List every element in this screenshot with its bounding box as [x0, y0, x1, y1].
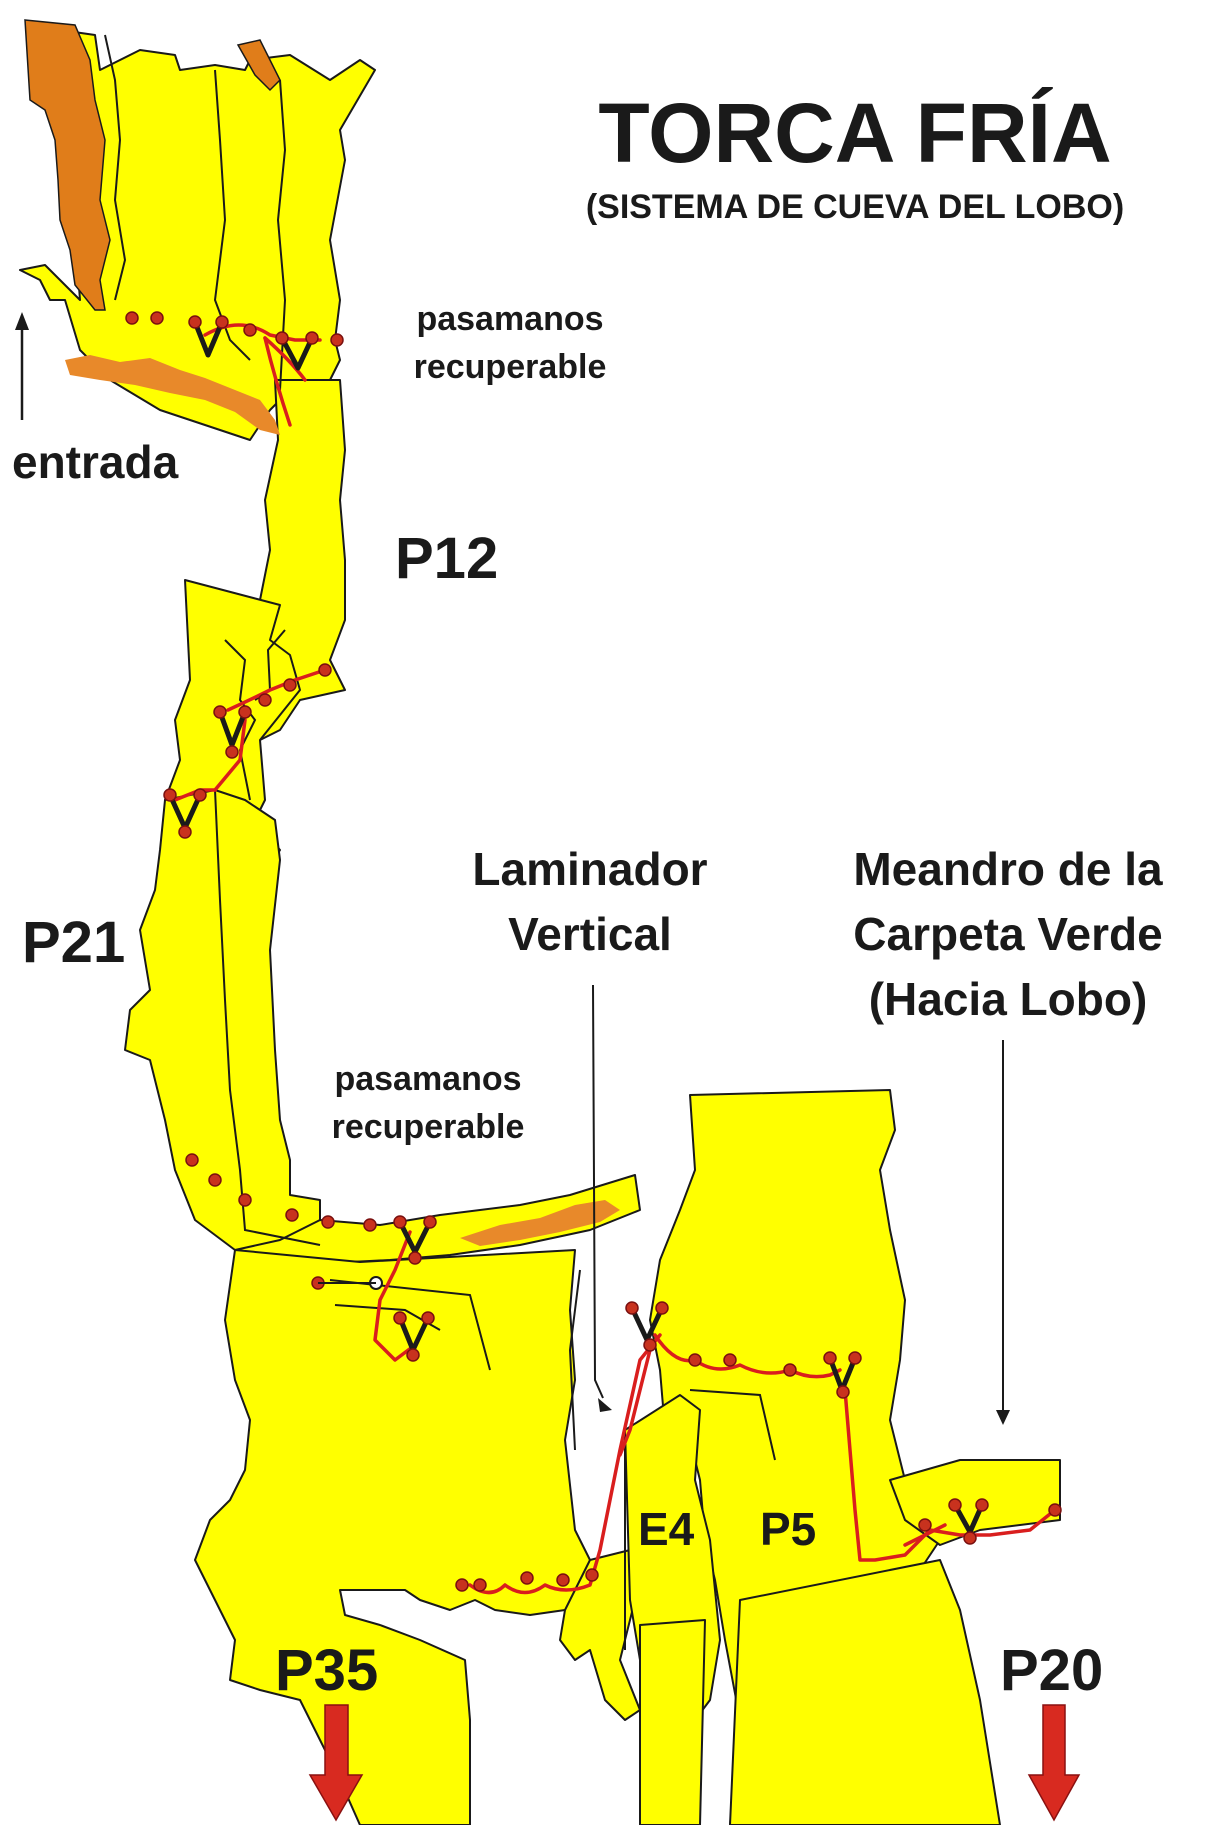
label-meandro-2: Carpeta Verde: [853, 908, 1162, 960]
label-pasamanos-mid-2: recuperable: [332, 1108, 525, 1146]
anchor-bolt-icon: [330, 333, 344, 347]
anchor-bolt-icons: [125, 311, 1062, 1592]
anchor-bolt-icon: [1048, 1503, 1062, 1517]
pointer-arrowhead-icon: [598, 1398, 612, 1412]
anchor-bolt-icon: [178, 825, 192, 839]
down-arrow-icon: [1027, 1704, 1081, 1822]
anchor-bolt-icon: [688, 1353, 702, 1367]
y-hang-icon: [217, 709, 248, 748]
anchor-bolt-icon: [520, 1571, 534, 1585]
label-pasamanos-top-1: pasamanos: [416, 300, 603, 338]
pointer-lines: [592, 984, 1010, 1425]
anchor-bolt-icon: [305, 331, 319, 345]
anchor-bolt-icon: [283, 678, 297, 692]
label-meandro-3: (Hacia Lobo): [869, 973, 1148, 1025]
text-labels: TORCA FRÍA (SISTEMA DE CUEVA DEL LOBO) p…: [12, 86, 1163, 1703]
e4-right-block: [639, 1619, 706, 1825]
anchor-bolt-icon: [363, 1218, 377, 1232]
anchor-bolt-icon: [193, 788, 207, 802]
anchor-bolt-icon: [238, 705, 252, 719]
anchor-bolt-icon: [150, 311, 164, 325]
rock-ledge-entrance: [65, 355, 280, 435]
anchor-bolt-icon: [655, 1301, 669, 1315]
p35-chamber: [194, 1249, 621, 1825]
anchor-bolt-icon: [213, 705, 227, 719]
anchor-bolt-icon: [285, 1208, 299, 1222]
anchor-bolt-icon: [723, 1353, 737, 1367]
anchor-bolt-icon: [238, 1193, 252, 1207]
anchor-bolt-icon: [783, 1363, 797, 1377]
label-laminador-1: Laminador: [472, 843, 707, 895]
anchor-bolt-icon: [275, 331, 289, 345]
anchor-bolt-icon: [625, 1301, 639, 1315]
anchor-bolt-icon: [406, 1348, 420, 1362]
anchor-bolt-icon: [975, 1498, 989, 1512]
cave-passages: [19, 29, 1061, 1825]
meandro-passage: [889, 1459, 1061, 1546]
rock-block-top: [236, 39, 281, 92]
label-e4: E4: [638, 1503, 695, 1555]
anchor-bolt-icon: [225, 745, 239, 759]
anchor-bolt-icon: [848, 1351, 862, 1365]
label-entrada: entrada: [12, 436, 179, 488]
anchor-bolt-icon: [163, 788, 177, 802]
anchor-bolt-icon: [321, 1215, 335, 1229]
y-hang-icon: [192, 319, 225, 358]
anchor-bolt-icon: [643, 1338, 657, 1352]
page-subtitle: (SISTEMA DE CUEVA DEL LOBO): [586, 188, 1124, 226]
anchor-bolt-icon: [243, 323, 257, 337]
rock-ledge-traverse: [460, 1200, 620, 1246]
anchor-bolt-icon: [393, 1215, 407, 1229]
anchor-bolt-icon: [215, 315, 229, 329]
y-hang-icon: [279, 335, 315, 371]
anchor-bolt-icon: [963, 1531, 977, 1545]
label-meandro-1: Meandro de la: [853, 843, 1163, 895]
anchor-bolt-icon: [918, 1518, 932, 1532]
anchor-bolt-icon: [421, 1311, 435, 1325]
label-p21: P21: [22, 910, 125, 975]
label-p5: P5: [760, 1503, 816, 1555]
anchor-bolt-icon: [318, 663, 332, 677]
label-pasamanos-top-2: recuperable: [414, 348, 607, 386]
anchor-bolt-icon: [185, 1153, 199, 1167]
anchor-bolt-icon: [823, 1351, 837, 1365]
p20-shaft: [729, 1559, 1001, 1825]
label-p20: P20: [1000, 1638, 1103, 1703]
anchor-bolt-icon: [208, 1173, 222, 1187]
anchor-bolt-icon: [423, 1215, 437, 1229]
label-laminador-2: Vertical: [508, 908, 672, 960]
anchor-bolt-icon: [556, 1573, 570, 1587]
up-arrow-icon: [15, 312, 29, 420]
anchor-bolt-icon: [393, 1311, 407, 1325]
anchor-bolt-icon: [258, 693, 272, 707]
pointer-arrowhead-icon: [996, 1410, 1010, 1425]
anchor-bolt-icon: [836, 1385, 850, 1399]
anchor-bolt-icon: [408, 1251, 422, 1265]
label-p12: P12: [395, 526, 498, 591]
anchor-bolt-icon: [188, 315, 202, 329]
anchor-bolt-icon: [125, 311, 139, 325]
label-p35: P35: [275, 1638, 378, 1703]
anchor-bolt-icon: [455, 1578, 469, 1592]
anchor-bolt-icon: [948, 1498, 962, 1512]
page-title: TORCA FRÍA: [598, 86, 1111, 180]
anchor-bolt-icon: [473, 1578, 487, 1592]
rock-features: [24, 19, 620, 1246]
down-arrow-icon: [308, 1704, 364, 1822]
rock-wall-left: [24, 19, 111, 311]
label-pasamanos-mid-1: pasamanos: [334, 1060, 521, 1098]
anchor-bolt-icon: [585, 1568, 599, 1582]
